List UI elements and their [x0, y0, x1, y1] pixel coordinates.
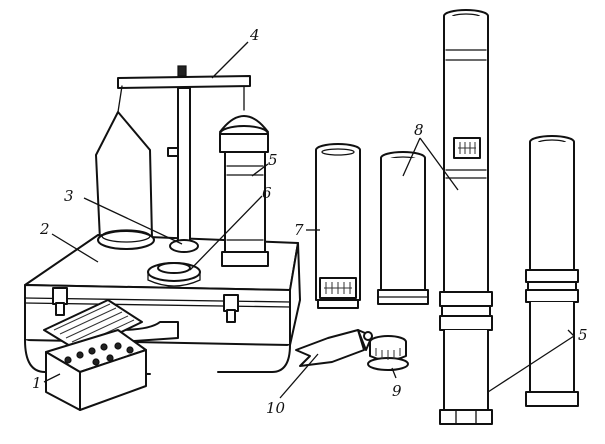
- case-seam-2: [24, 302, 291, 308]
- cyl7-opening: [321, 148, 355, 156]
- right-tube: [525, 135, 579, 407]
- callout-4: 4: [249, 26, 260, 44]
- rtube-lower: [529, 301, 575, 393]
- leader-5b: [487, 329, 575, 393]
- case-latch-right: [223, 294, 239, 323]
- callout-9: 9: [392, 382, 402, 400]
- leader-5a: [251, 163, 269, 177]
- leader-8: [402, 137, 459, 191]
- balance-beam: [117, 75, 251, 89]
- cyl8-body: [380, 157, 426, 293]
- tube-joints: [445, 49, 487, 179]
- tube-collar-3: [439, 315, 493, 331]
- left-pan-rim: [101, 229, 151, 243]
- cylinder-body: [224, 151, 266, 253]
- weight-box: [43, 299, 147, 411]
- leader-10: [279, 353, 319, 399]
- callout-8: 8: [414, 121, 424, 139]
- rtube-collar-2: [527, 281, 577, 291]
- leader-6: [189, 195, 263, 271]
- column-clip: [167, 147, 179, 157]
- callout-2: 2: [39, 220, 50, 238]
- leader-2: [51, 233, 99, 263]
- leader-3: [83, 197, 183, 245]
- cyl7-scale-marks: [324, 282, 352, 294]
- ring-side: [147, 271, 201, 287]
- cylinder-8-short: [377, 151, 429, 305]
- rtube-collar-3: [525, 289, 579, 303]
- callout-labels: 4 3 2 5 6 7 8 5 1 10 9: [32, 26, 588, 417]
- left-hanger: [117, 85, 123, 113]
- case-side: [289, 242, 301, 346]
- balance-scale: [95, 65, 251, 253]
- hanger-frame: [95, 111, 153, 241]
- cylinder-7: [315, 143, 361, 309]
- case-base-right: [217, 344, 291, 373]
- rtube-upper: [529, 141, 575, 271]
- callout-7: 7: [294, 221, 304, 239]
- tube-collar-1: [439, 291, 493, 307]
- tube-scale-marks: [458, 142, 476, 154]
- scoop: [295, 329, 373, 367]
- cylinder-cap: [219, 133, 269, 153]
- tube-foot: [439, 409, 493, 425]
- balance-column: [177, 87, 191, 243]
- case-seam: [24, 297, 291, 303]
- rtube-foot: [525, 391, 579, 407]
- box-side: [79, 349, 147, 411]
- case-latch-left: [52, 287, 68, 316]
- cap-knurl: [375, 348, 401, 360]
- rtube-collar-1: [525, 269, 579, 283]
- hanging-cylinder: [219, 115, 269, 267]
- cyl7-foot: [317, 299, 359, 309]
- leader-4: [211, 41, 249, 79]
- callout-3: 3: [64, 187, 74, 205]
- callout-5-top: 5: [268, 151, 278, 169]
- ring-inner: [157, 262, 191, 274]
- callout-6: 6: [262, 184, 272, 202]
- left-pan: [97, 230, 155, 250]
- leader-1: [43, 373, 61, 383]
- cylinder-bands: [226, 165, 264, 241]
- ring-weight: [147, 262, 201, 287]
- leader-9: [391, 367, 397, 379]
- tube-lower: [443, 329, 489, 411]
- tube-collar-2: [441, 305, 491, 317]
- beam-knob: [177, 65, 187, 77]
- box-weights: [64, 342, 134, 366]
- scoop-body: [295, 329, 365, 367]
- callout-5-right: 5: [578, 326, 588, 344]
- callout-1: 1: [32, 374, 42, 392]
- column-foot: [169, 239, 199, 253]
- leader-lines: [43, 41, 575, 399]
- scoop-knob: [363, 331, 373, 341]
- cylinder-base: [221, 251, 269, 267]
- cap-9: [367, 335, 409, 371]
- tall-tube: [439, 9, 493, 425]
- box-lid-slots: [53, 303, 135, 347]
- tube-foot-lugs: [455, 409, 477, 425]
- callout-10: 10: [266, 399, 286, 417]
